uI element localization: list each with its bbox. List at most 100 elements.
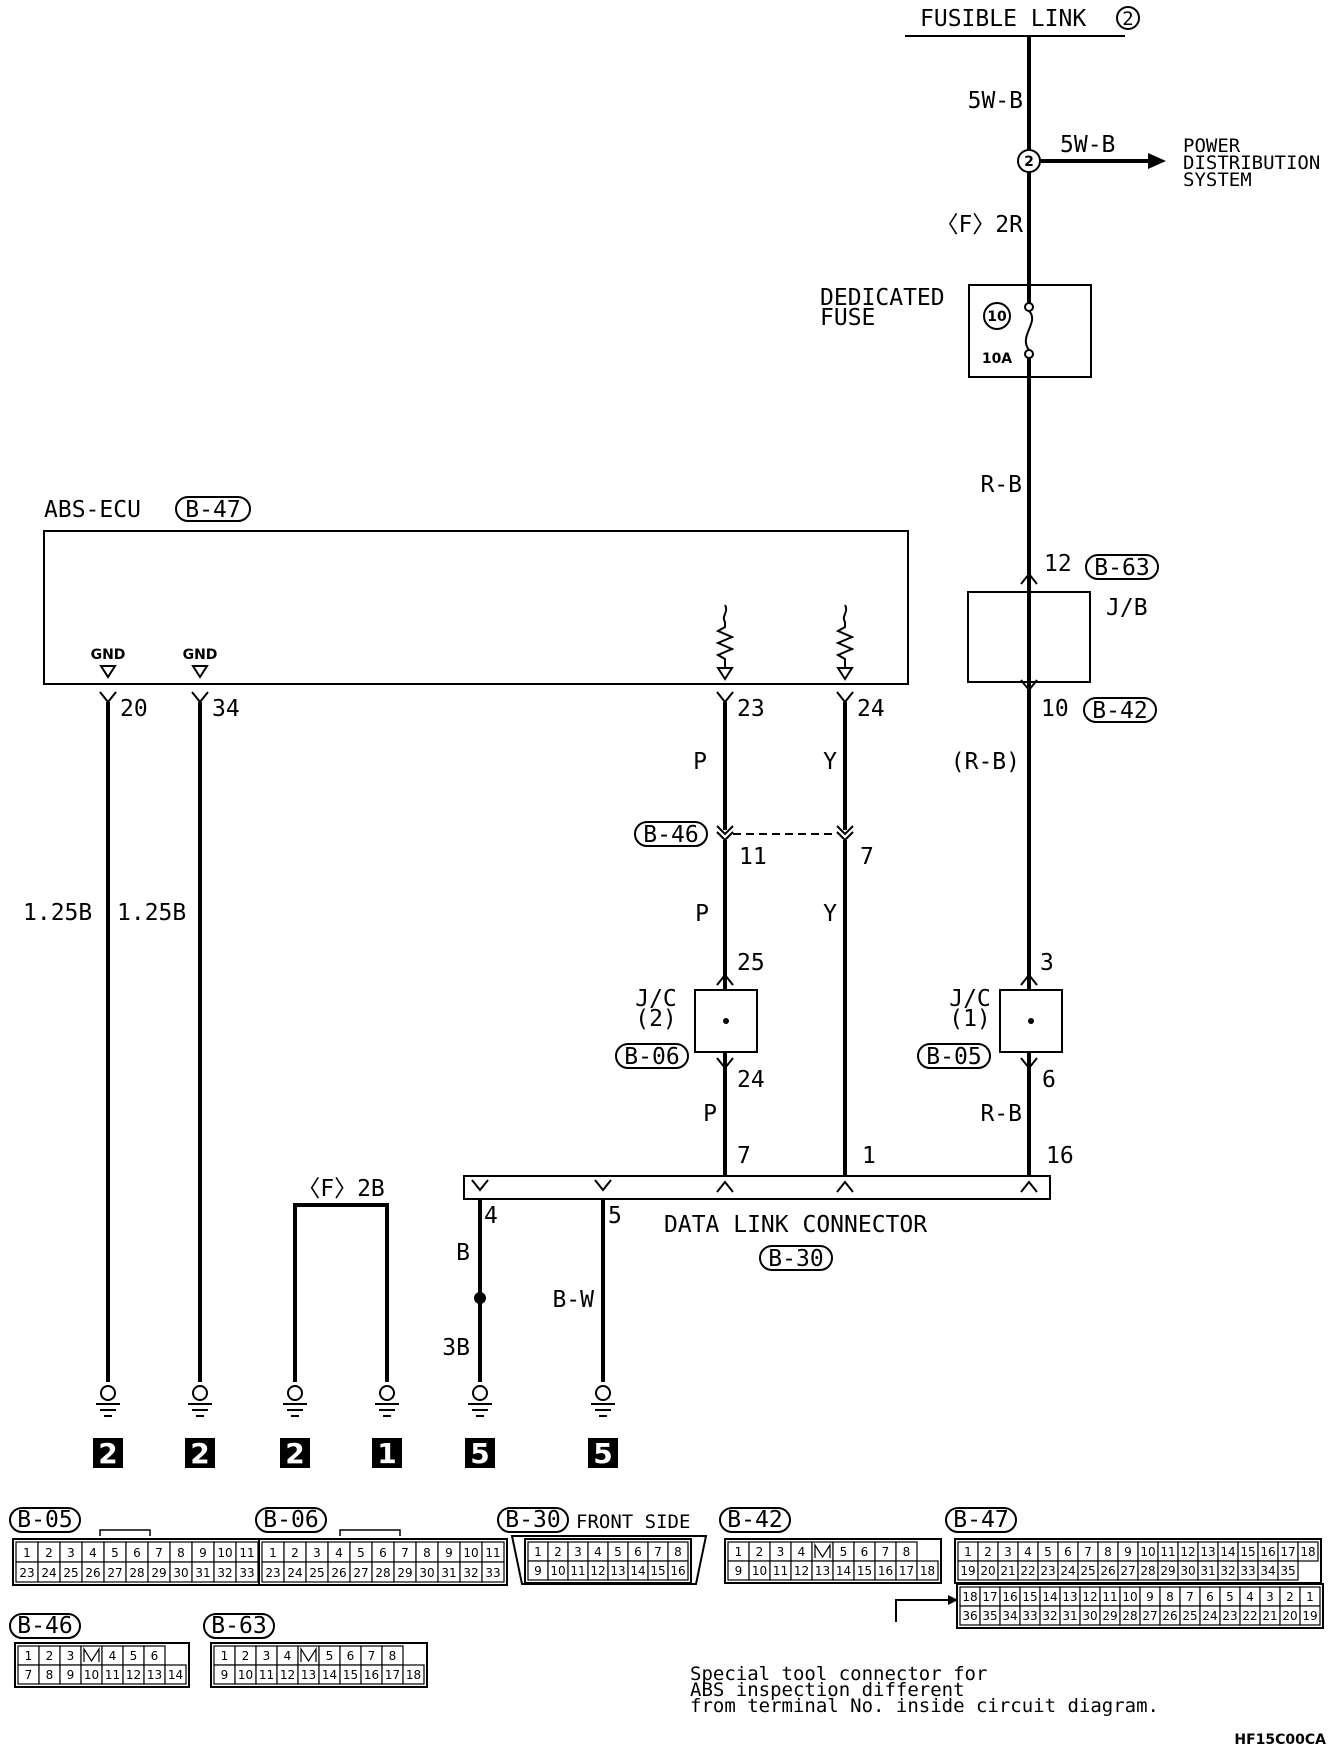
b47s-terminal-num: 15: [1022, 1590, 1037, 1604]
b06-terminal-num: 11: [485, 1546, 500, 1560]
b47-terminal-num: 18: [1300, 1545, 1315, 1559]
b42-terminal-num: 1: [735, 1545, 743, 1559]
b42-terminal-num: 2: [756, 1545, 764, 1559]
wire-label-p3: P: [703, 1101, 717, 1127]
b63-terminal-num: 18: [406, 1668, 421, 1682]
b06-terminal-num: 10: [463, 1546, 478, 1560]
b47-terminal-num: 7: [1084, 1545, 1092, 1559]
b63-terminal-num: 2: [242, 1649, 250, 1663]
b63-terminal-num: 17: [385, 1668, 400, 1682]
gnd-symbol-20-icon: [99, 665, 117, 679]
jb-pin-10: 10: [1041, 696, 1069, 722]
b06-terminal-num: 4: [335, 1546, 343, 1560]
ecu-terminal-20-icon: [99, 691, 117, 704]
b63-terminal-num: 10: [238, 1668, 253, 1682]
fuse-element-icon: [1024, 310, 1034, 351]
b47s-terminal-num: 7: [1186, 1590, 1194, 1604]
fusible-link-num: 2: [1122, 8, 1133, 30]
b63-terminal-num: 8: [389, 1649, 397, 1663]
ground-num-box-4: [372, 1438, 402, 1468]
b47s-terminal-num: 25: [1182, 1609, 1197, 1623]
wire-label-f2r: 〈F〉2R: [935, 212, 1023, 238]
figure-code: HF15C00CA: [1234, 1732, 1326, 1748]
b46-terminal-11a-icon: [716, 825, 734, 836]
b42-terminal-num: 3: [777, 1545, 785, 1559]
b42-terminal-num: 15: [857, 1564, 872, 1578]
ground-num-4: 1: [377, 1437, 396, 1470]
b05-tag: [9, 1507, 81, 1533]
b46-terminal-num: 12: [126, 1668, 141, 1682]
dlc-pin-7: 7: [737, 1143, 751, 1169]
ground-num-box-5: [465, 1438, 495, 1468]
b05-terminal-num: 9: [199, 1546, 207, 1560]
jc2-label-line2: (2): [635, 1006, 677, 1032]
b47-terminal-num: 29: [1160, 1564, 1175, 1578]
b06-terminal-num: 23: [265, 1566, 280, 1580]
b63-terminal-num: 3: [263, 1649, 271, 1663]
b05-latch-icon: [99, 1529, 151, 1536]
b05-terminal-num: 30: [173, 1566, 188, 1580]
ecu-pin-23: 23: [737, 696, 765, 722]
dedicated-fuse-line1: DEDICATED: [820, 285, 945, 311]
b05-terminal-num: 25: [63, 1566, 78, 1580]
b46-tag: [9, 1613, 81, 1639]
wire-label-5wb-branch: 5W-B: [1060, 132, 1115, 158]
b47-terminal-num: 28: [1140, 1564, 1155, 1578]
wire-label-b: B: [456, 1240, 470, 1266]
b05-terminal-num: 2: [45, 1546, 53, 1560]
note-line3: from terminal No. inside circuit diagram…: [690, 1695, 1159, 1717]
b46-terminal-num: 9: [67, 1668, 75, 1682]
b30-terminal-num: 8: [674, 1545, 682, 1559]
b05-terminal-num: 26: [85, 1566, 100, 1580]
b63-cell: [402, 1664, 425, 1685]
b47s-terminal-num: 33: [1022, 1609, 1037, 1623]
b06-latch-icon: [339, 1529, 401, 1536]
b47-terminal-num: 12: [1180, 1545, 1195, 1559]
jc1-pin-6: 6: [1042, 1067, 1056, 1093]
b06-tag-text: B-06: [263, 1507, 318, 1533]
b47-terminal-num: 4: [1024, 1545, 1032, 1559]
resistor-24-icon: [835, 604, 855, 668]
b47s-terminal-num: 35: [982, 1609, 997, 1623]
b47-terminal-num: 30: [1180, 1564, 1195, 1578]
jc1-terminal-top-icon: [1020, 973, 1038, 986]
ground-num-box-3: [280, 1438, 310, 1468]
tag-b46: [634, 821, 708, 847]
b47s-terminal-num: 36: [962, 1609, 977, 1623]
ground-num-2: 2: [190, 1437, 209, 1470]
ground-symbol-6: [591, 1385, 615, 1417]
b47s-terminal-num: 22: [1242, 1609, 1257, 1623]
splice-num: 2: [1024, 154, 1034, 170]
b42-terminal-num: 16: [878, 1564, 893, 1578]
b42-terminal-num: 6: [861, 1545, 869, 1559]
b05-terminal-num: 4: [89, 1546, 97, 1560]
b42-cell: [916, 1560, 939, 1581]
b47-terminal-num: 32: [1220, 1564, 1235, 1578]
tag-b63-text: B-63: [1094, 555, 1149, 581]
b46-terminal-num: 4: [109, 1649, 117, 1663]
wire-label-bw: B-W: [552, 1287, 594, 1313]
tag-b05-text: B-05: [926, 1044, 981, 1070]
b47s-terminal-num: 9: [1146, 1590, 1154, 1604]
b06-terminal-num: 3: [313, 1546, 321, 1560]
b06-terminal-num: 9: [445, 1546, 453, 1560]
b63-terminal-num: 1: [221, 1649, 229, 1663]
b47s-terminal-num: 11: [1102, 1590, 1117, 1604]
tag-b06: [615, 1043, 689, 1069]
b06-terminal-num: 27: [353, 1566, 368, 1580]
dlc-pin-4: 4: [484, 1203, 498, 1229]
b47s-terminal-num: 26: [1162, 1609, 1177, 1623]
b47s-terminal-num: 18: [962, 1590, 977, 1604]
wire-f2b-loop: [293, 1203, 389, 1382]
jc2-junction-dot: [723, 1018, 729, 1024]
b47s-terminal-num: 2: [1286, 1590, 1294, 1604]
b05-terminal-num: 11: [239, 1546, 254, 1560]
jb-terminal-bottom-icon: [1020, 679, 1038, 692]
b06-terminal-num: 7: [401, 1546, 409, 1560]
ecu-pin-34: 34: [212, 696, 240, 722]
note-line1: Special tool connector for: [690, 1663, 987, 1685]
b42-terminal-num: 12: [794, 1564, 809, 1578]
ground-num-5: 5: [470, 1437, 489, 1470]
